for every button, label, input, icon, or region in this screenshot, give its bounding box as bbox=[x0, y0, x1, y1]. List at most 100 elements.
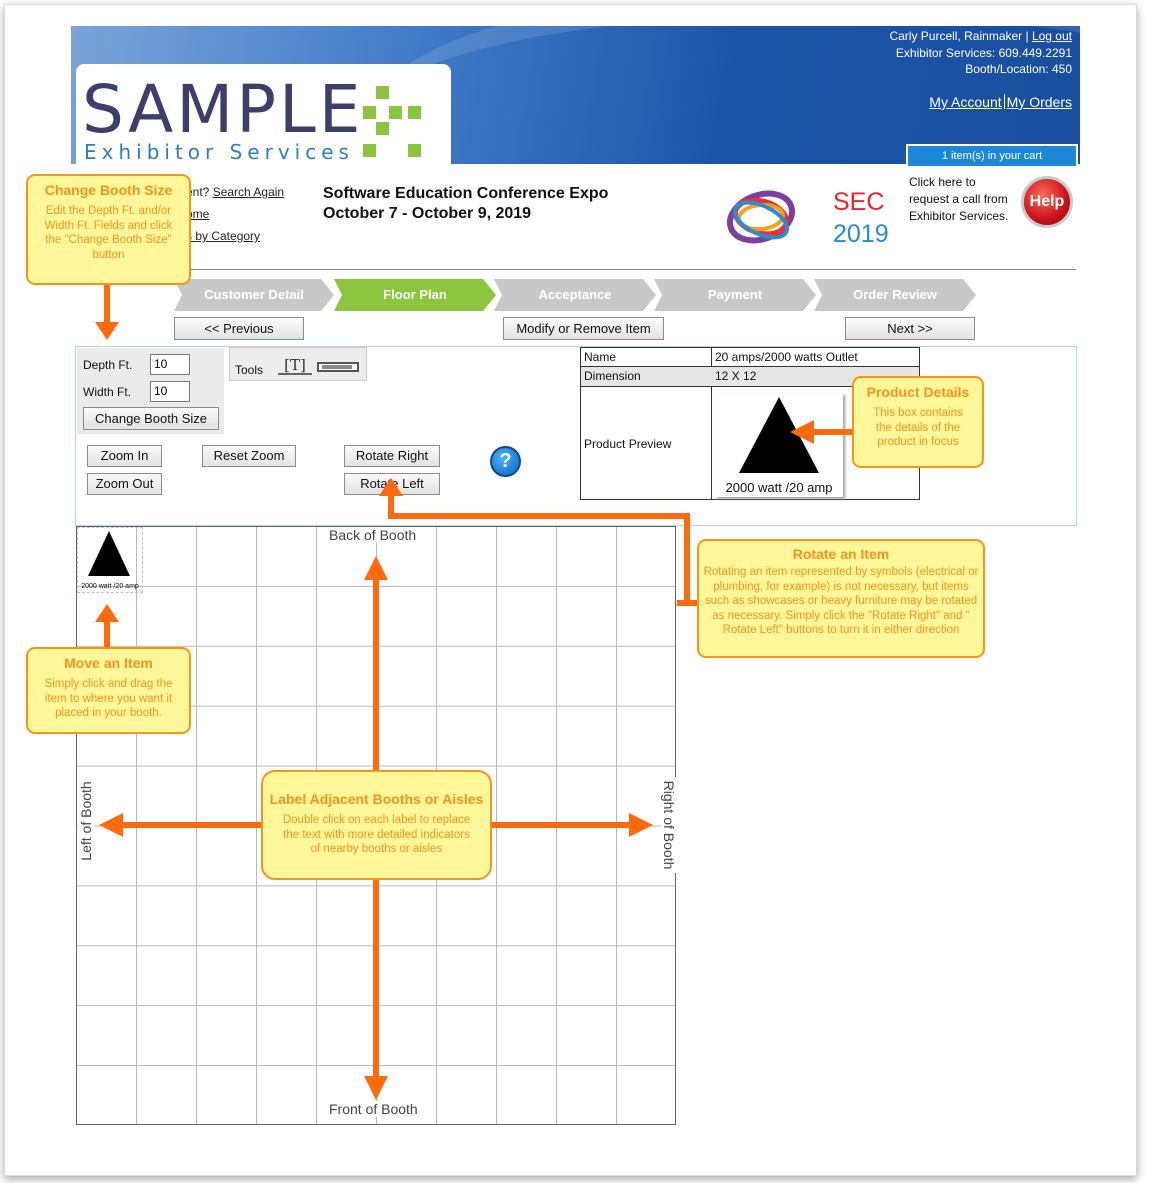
arrow-head-up-icon bbox=[379, 478, 403, 496]
depth-label: Depth Ft. bbox=[83, 358, 133, 372]
home-link[interactable]: ome bbox=[186, 207, 210, 221]
arrow-head-right-icon bbox=[629, 813, 653, 837]
outlet-triangle-icon bbox=[739, 397, 819, 473]
exhibitor-services-phone: Exhibitor Services: 609.449.2291 bbox=[895, 45, 1072, 60]
cart-indicator[interactable]: 1 item(s) in your cart bbox=[906, 144, 1078, 166]
right-of-booth-label[interactable]: Right of Booth bbox=[661, 777, 677, 873]
tools-label: Tools bbox=[235, 363, 264, 377]
arrow-label-down bbox=[373, 878, 379, 1078]
previous-button[interactable]: << Previous bbox=[174, 317, 304, 340]
placed-item[interactable]: 2000 watt /20 amp bbox=[77, 527, 143, 593]
rotate-right-button[interactable]: Rotate Right bbox=[344, 445, 440, 467]
zoom-in-button[interactable]: Zoom In bbox=[87, 445, 162, 467]
question-help-icon[interactable]: ? bbox=[490, 446, 521, 477]
dimension-value: 12 X 12 bbox=[715, 369, 757, 383]
search-prompt: ent? bbox=[186, 185, 213, 199]
logo-square bbox=[408, 144, 421, 157]
arrow-rotate-horizontal bbox=[388, 513, 690, 519]
name-label: Name bbox=[584, 350, 617, 364]
callout-body: This box contains the details of the pro… bbox=[873, 407, 963, 448]
change-booth-size-button[interactable]: Change Booth Size bbox=[83, 407, 219, 430]
arrow-label-up bbox=[373, 576, 379, 771]
product-details-table: Name 20 amps/2000 watts Outlet Dimension… bbox=[580, 347, 920, 500]
logo-tagline: Exhibitor Services bbox=[84, 140, 354, 164]
left-of-booth-label[interactable]: Left of Booth bbox=[78, 776, 94, 866]
category-link[interactable]: s by Category bbox=[186, 229, 261, 243]
my-orders-link[interactable]: My Orders bbox=[1006, 94, 1072, 110]
arrow-label-left bbox=[121, 822, 263, 828]
modify-remove-item-button[interactable]: Modify or Remove Item bbox=[503, 317, 664, 340]
callout-change-booth-size: Change Booth Size Edit the Depth Ft. and… bbox=[26, 174, 191, 285]
logout-link[interactable]: Log out bbox=[1031, 29, 1072, 43]
header-divider bbox=[71, 269, 1076, 270]
arrow-rotate-vertical bbox=[388, 488, 394, 518]
sec-logo-text: SEC 2019 bbox=[833, 186, 889, 250]
callout-title: Move an Item bbox=[64, 655, 153, 671]
callout-title: Product Details bbox=[866, 384, 970, 400]
arrow-head-down-icon bbox=[95, 322, 119, 340]
sec-logo-year: 2019 bbox=[833, 220, 889, 248]
back-of-booth-label[interactable]: Back of Booth bbox=[328, 527, 418, 543]
callout-body: Edit the Depth Ft. and/or Width Ft. Fiel… bbox=[44, 205, 173, 261]
event-title: Software Education Conference Expo Octob… bbox=[323, 184, 608, 224]
product-preview-label: Product Preview bbox=[584, 437, 672, 451]
table-row: Dimension 12 X 12 bbox=[581, 367, 919, 387]
step-acceptance[interactable]: Acceptance bbox=[494, 279, 656, 311]
callout-title: Label Adjacent Booths or Aisles bbox=[269, 791, 484, 807]
link-separator bbox=[1003, 94, 1005, 109]
preview-caption: 2000 watt /20 amp bbox=[725, 480, 833, 495]
callout-product-details: Product Details This box contains the de… bbox=[852, 376, 984, 468]
user-name: Carly Purcell, Rainmaker | bbox=[889, 29, 1029, 43]
text-tool-icon[interactable]: [T] bbox=[278, 357, 312, 375]
call-request-line: Click here to bbox=[909, 175, 976, 189]
callout-label-adjacent: Label Adjacent Booths or Aisles Double c… bbox=[261, 770, 492, 880]
arrow-move-item bbox=[104, 616, 110, 648]
sample-logo[interactable]: SAMPLE Exhibitor Services bbox=[76, 64, 451, 168]
arrow-head-left-icon bbox=[790, 420, 814, 444]
call-request-line: request a call from bbox=[909, 192, 1008, 206]
logo-square bbox=[363, 106, 376, 119]
my-account-link[interactable]: My Account bbox=[929, 94, 1002, 110]
width-input[interactable]: 10 bbox=[150, 381, 190, 402]
text-tool-glyph: T bbox=[289, 356, 300, 374]
next-button[interactable]: Next >> bbox=[845, 317, 975, 340]
logo-square bbox=[376, 86, 389, 99]
line-tool-icon[interactable] bbox=[317, 362, 359, 372]
arrow-rotate-down bbox=[684, 513, 690, 606]
logo-square bbox=[363, 144, 376, 157]
arrow-head-up-icon bbox=[364, 556, 388, 580]
arrow-head-up-icon bbox=[95, 604, 119, 622]
sec-logo-swirl-icon bbox=[727, 190, 795, 244]
call-request-text: Click here to request a call from Exhibi… bbox=[909, 174, 1008, 225]
table-divider bbox=[711, 348, 712, 367]
outlet-triangle-icon bbox=[88, 531, 130, 576]
zoom-out-button[interactable]: Zoom Out bbox=[87, 473, 162, 495]
depth-input[interactable]: 10 bbox=[150, 354, 190, 375]
callout-body: Rotating an item represented by symbols … bbox=[703, 566, 979, 636]
control-panel bbox=[75, 346, 1077, 526]
product-preview-image: 2000 watt /20 amp bbox=[715, 393, 843, 497]
line-tool-fill bbox=[322, 365, 352, 369]
logo-wordmark: SAMPLE bbox=[82, 71, 364, 148]
step-customer-detail[interactable]: Customer Detail bbox=[174, 279, 334, 311]
callout-move-item: Move an Item Simply click and drag the i… bbox=[26, 647, 191, 734]
logo-square bbox=[389, 106, 402, 119]
step-order-review[interactable]: Order Review bbox=[814, 279, 976, 311]
help-button[interactable]: Help bbox=[1021, 176, 1073, 228]
placed-item-caption: 2000 watt /20 amp bbox=[81, 583, 139, 590]
step-floor-plan[interactable]: Floor Plan bbox=[334, 279, 496, 311]
event-dates: October 7 - October 9, 2019 bbox=[323, 205, 532, 222]
search-again-link[interactable]: Search Again bbox=[212, 185, 285, 199]
arrow-change-size bbox=[104, 284, 110, 326]
tools-box: Tools [T] bbox=[229, 347, 367, 381]
callout-rotate-item: Rotate an Item Rotating an item represen… bbox=[697, 539, 985, 658]
arrow-head-down-icon bbox=[364, 1076, 388, 1100]
event-name: Software Education Conference Expo bbox=[323, 185, 609, 202]
front-of-booth-label[interactable]: Front of Booth bbox=[328, 1101, 419, 1117]
arrow-product-details bbox=[810, 429, 854, 435]
booth-location: Booth/Location: 450 bbox=[965, 62, 1072, 76]
logo-square bbox=[408, 106, 421, 119]
sec-logo-name: SEC bbox=[833, 188, 885, 216]
step-payment[interactable]: Payment bbox=[654, 279, 816, 311]
reset-zoom-button[interactable]: Reset Zoom bbox=[202, 445, 296, 467]
